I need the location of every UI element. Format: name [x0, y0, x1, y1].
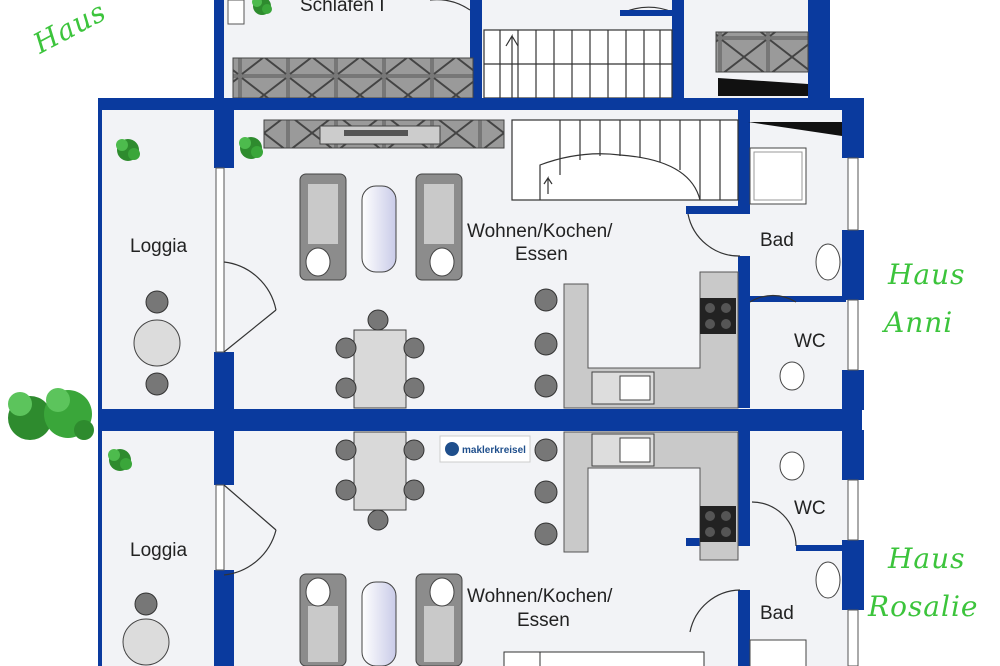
room-label-living: Wohnen/Kochen/ [467, 586, 613, 607]
toilet-icon [779, 361, 805, 391]
upper-unit: Loggia Wohnen/Kochen/ Essen Bad WC [116, 119, 842, 409]
staircase-upper [511, 119, 739, 201]
stove-icon [700, 506, 736, 542]
loggia-table [122, 618, 170, 666]
staircase-top [483, 29, 673, 99]
coffee-table [361, 185, 397, 273]
lower-unit: maklerkreisel Loggia Wohnen [108, 431, 841, 666]
loggia-table [133, 319, 181, 367]
basin-icon [815, 243, 841, 281]
basin-icon [815, 561, 841, 599]
room-label-loggia: Loggia [130, 236, 187, 257]
coffee-table [361, 581, 397, 666]
room-label-loggia: Loggia [130, 540, 187, 561]
haus-rosalie-line2: Rosalie [867, 590, 978, 623]
walls [98, 98, 864, 666]
room-label-wc: WC [794, 331, 826, 352]
shower-icon [749, 639, 807, 666]
dining-table [353, 431, 407, 511]
bush-icon [8, 388, 94, 440]
windows [215, 157, 859, 666]
top-section: Schlafen I [214, 0, 830, 104]
plant-icon [252, 0, 272, 15]
plant-icon [116, 139, 140, 161]
room-label-bad: Bad [760, 603, 794, 624]
sofa-right [415, 173, 463, 281]
room-label-living-2: Essen [517, 610, 570, 631]
dining-table [353, 329, 407, 409]
shower-icon [749, 147, 807, 205]
haus-rosalie-line1: Haus [887, 542, 966, 575]
sofa-left [299, 173, 347, 281]
logo-icon [445, 442, 459, 456]
toilet-icon [779, 451, 805, 481]
room-label-schlafen: Schlafen I [300, 0, 385, 16]
haus-label-corner: Haus [27, 0, 112, 61]
plant-icon [108, 449, 132, 471]
room-label-bad: Bad [760, 230, 794, 251]
plant-icon [239, 137, 263, 159]
sofa-right [415, 573, 463, 666]
wardrobe [232, 57, 474, 99]
room-label-wc: WC [794, 498, 826, 519]
haus-anni-line2: Anni [881, 306, 953, 339]
haus-anni-line1: Haus [887, 258, 966, 291]
sofa-left [299, 573, 347, 666]
room-label-living: Wohnen/Kochen/ [467, 221, 613, 242]
logo-text: maklerkreisel [462, 445, 526, 456]
room-label-living-2: Essen [515, 244, 568, 265]
stove-icon [700, 298, 736, 334]
